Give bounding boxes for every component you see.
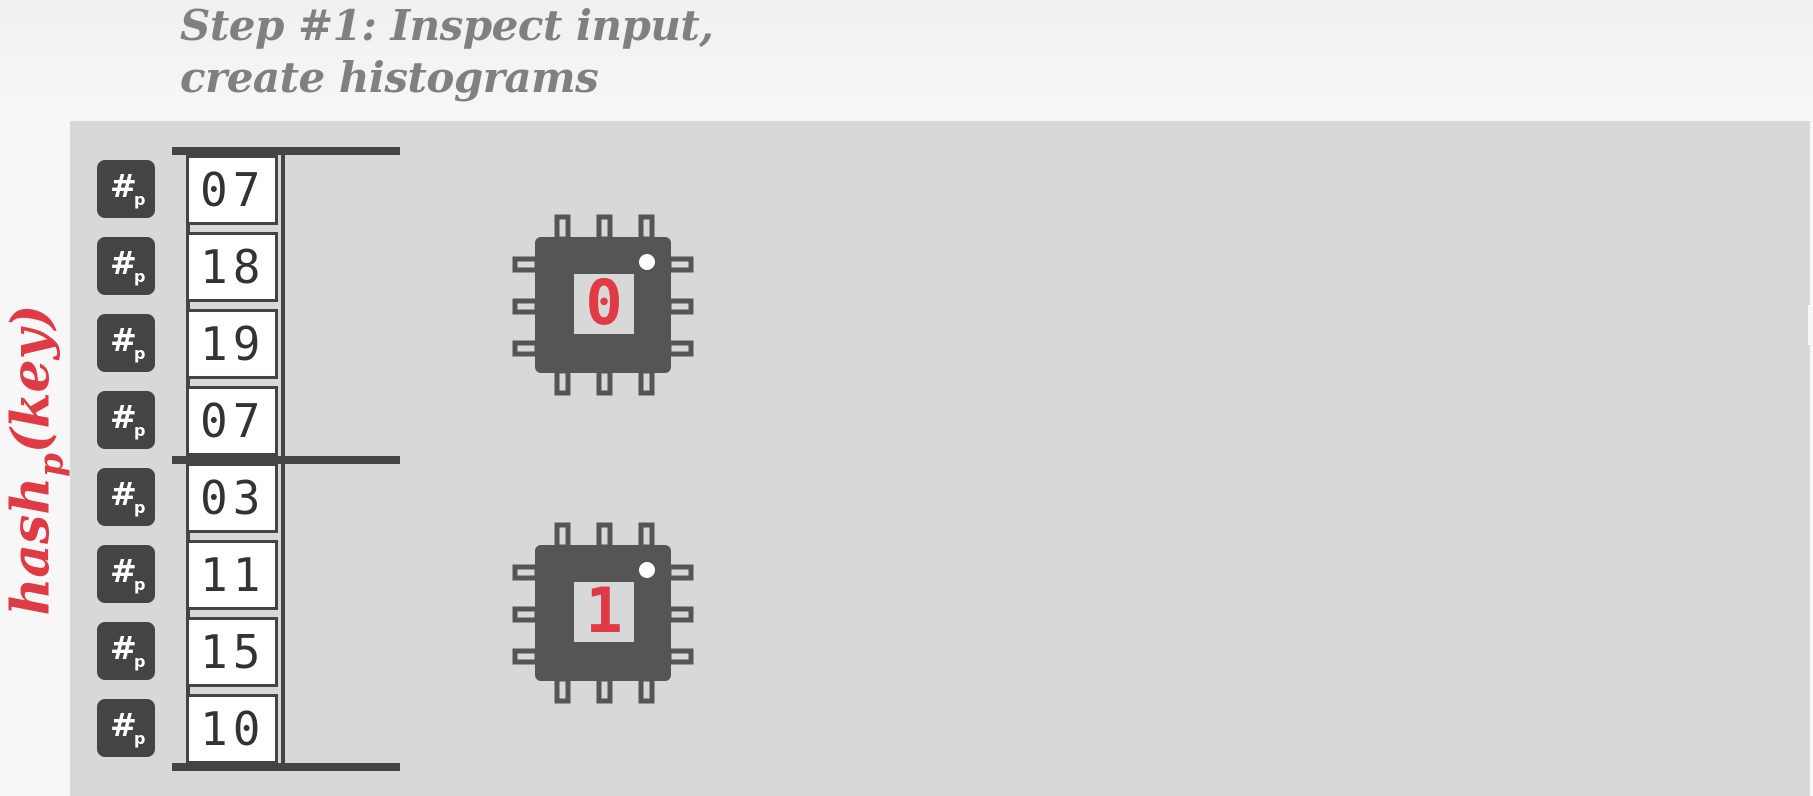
hash-symbol: # (110, 552, 137, 590)
hash-subscript: p (134, 729, 146, 748)
hash-subscript: p (134, 421, 146, 440)
partition-divider-bottom (172, 763, 400, 771)
hash-badge-icon: #p (97, 545, 155, 603)
hash-label-main: hash (0, 476, 62, 616)
hash-label-suffix: (key) (0, 304, 62, 454)
cpu-number: 1 (585, 574, 623, 647)
step-heading: Step #1: Inspect input, create histogram… (180, 0, 714, 104)
cpu-chip-icon: 0 (512, 214, 694, 396)
hash-subscript: p (134, 267, 146, 286)
hash-badge-icon: #p (97, 622, 155, 680)
hash-label-subscript: p (31, 453, 72, 477)
hash-symbol: # (110, 398, 137, 436)
hash-badge-icon: #p (97, 391, 155, 449)
partition-divider-middle (172, 456, 400, 464)
panel-edge-notch (1808, 305, 1813, 345)
hash-subscript: p (134, 344, 146, 363)
hash-subscript: p (134, 575, 146, 594)
hash-symbol: # (110, 167, 137, 205)
hash-subscript: p (134, 190, 146, 209)
key-cell: 07 (186, 155, 278, 225)
hash-badge-icon: #p (97, 699, 155, 757)
cpu-chip-graphic (512, 214, 694, 396)
hash-symbol: # (110, 475, 137, 513)
step-heading-line2: create histograms (180, 53, 599, 102)
hash-badge-icon: #p (97, 237, 155, 295)
hash-subscript: p (134, 498, 146, 517)
key-cell: 11 (186, 540, 278, 610)
key-cell: 07 (186, 386, 278, 456)
hash-symbol: # (110, 244, 137, 282)
hash-symbol: # (110, 706, 137, 744)
hash-badge-icon: #p (97, 160, 155, 218)
hash-subscript: p (134, 652, 146, 671)
hash-symbol: # (110, 629, 137, 667)
partition-divider-top (172, 147, 400, 155)
step-heading-line1: Step #1: Inspect input, (180, 1, 714, 50)
key-cell: 10 (186, 694, 278, 764)
cpu-chip-graphic (512, 522, 694, 704)
key-cell: 18 (186, 232, 278, 302)
hash-badge-icon: #p (97, 468, 155, 526)
hash-badge-icon: #p (97, 314, 155, 372)
cpu-chip-icon: 1 (512, 522, 694, 704)
cpu-number: 0 (585, 266, 623, 339)
key-cell: 15 (186, 617, 278, 687)
key-cell: 19 (186, 309, 278, 379)
key-cell: 03 (186, 463, 278, 533)
hash-symbol: # (110, 321, 137, 359)
